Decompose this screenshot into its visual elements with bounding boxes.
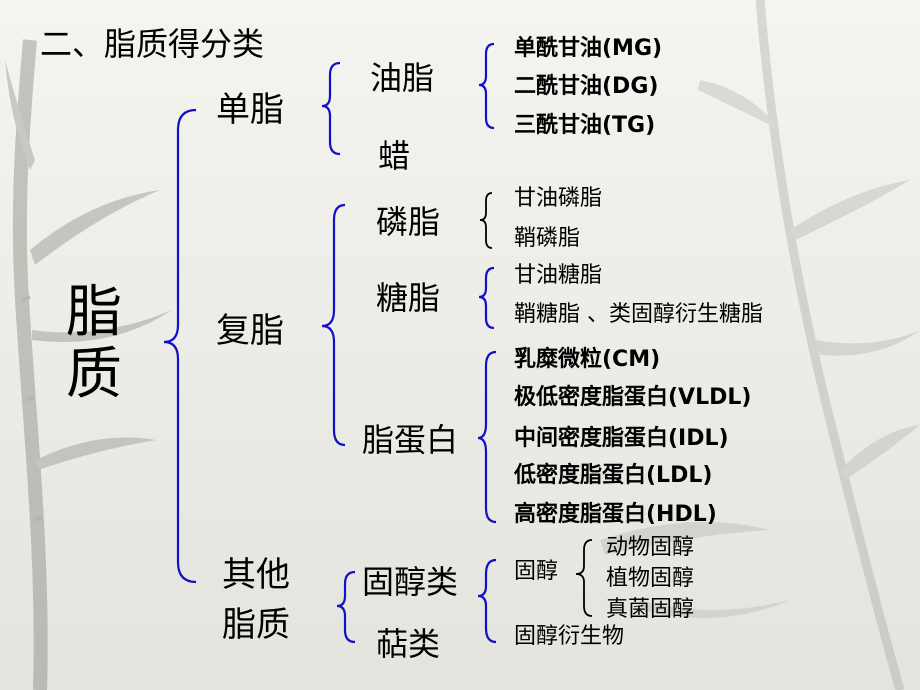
terpene-label: 萜类: [376, 625, 441, 663]
glycolipid-label: 糖脂: [376, 279, 441, 317]
list-item: 鞘磷脂: [514, 226, 581, 251]
list-item: 甘油糖脂: [514, 263, 603, 288]
list-item: 甘油磷脂: [514, 186, 603, 211]
list-item: 动物固醇: [606, 535, 695, 560]
phospholipid-label: 磷脂: [376, 203, 441, 241]
sterol-label: 固醇: [514, 559, 559, 584]
steroid-label: 固醇类: [362, 563, 459, 601]
list-item: 单酰甘油(MG): [514, 36, 663, 61]
list-item: 植物固醇: [606, 566, 695, 591]
list-item: 乳糜微粒(CM): [514, 347, 661, 372]
list-item: 真菌固醇: [606, 597, 695, 622]
fat-label: 油脂: [370, 59, 435, 97]
wax-label: 蜡: [378, 137, 411, 175]
list-item: 高密度脂蛋白(HDL): [514, 502, 717, 527]
sterol-derivative-label: 固醇衍生物: [514, 624, 625, 649]
root-label-text: 脂质: [66, 280, 122, 407]
page-title: 二、脂质得分类: [40, 25, 265, 63]
other-lipid-label-line2: 脂质: [222, 605, 290, 645]
list-item: 二酰甘油(DG): [514, 74, 659, 99]
simple-lipid-label: 单脂: [216, 90, 284, 130]
list-item: 极低密度脂蛋白(VLDL): [514, 385, 752, 410]
list-item: 中间密度脂蛋白(IDL): [514, 426, 729, 451]
compound-lipid-label: 复脂: [216, 311, 284, 351]
lipoprotein-label: 脂蛋白: [362, 421, 459, 459]
other-lipid-label-line1: 其他: [222, 555, 290, 595]
root-label: 脂质: [66, 282, 126, 406]
list-item: 低密度脂蛋白(LDL): [514, 463, 713, 488]
list-item: 鞘糖脂 、类固醇衍生糖脂: [514, 302, 763, 327]
list-item: 三酰甘油(TG): [514, 113, 656, 138]
